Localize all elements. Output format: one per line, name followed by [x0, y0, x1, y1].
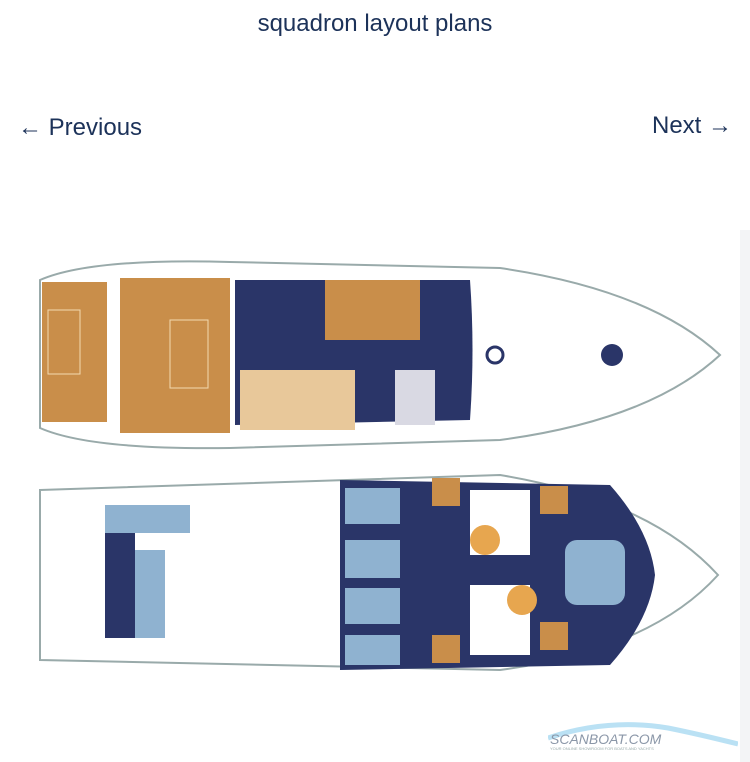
svg-text:SCANBOAT.COM: SCANBOAT.COM [550, 731, 662, 747]
svg-text:YOUR ONLINE SHOWROOM FOR BOATS: YOUR ONLINE SHOWROOM FOR BOATS AND YACHT… [550, 746, 654, 751]
scanboat-watermark-logo: SCANBOAT.COM YOUR ONLINE SHOWROOM FOR BO… [548, 722, 738, 751]
scrollbar-track[interactable] [740, 230, 750, 762]
previous-link[interactable]: ← Previous [18, 114, 143, 141]
next-link[interactable]: Next → [651, 112, 732, 139]
lower-deck-plan [39, 473, 720, 672]
page-title: squadron layout plans [257, 10, 493, 37]
boat-layout-image [39, 260, 722, 672]
upper-deck-plan [39, 260, 722, 450]
